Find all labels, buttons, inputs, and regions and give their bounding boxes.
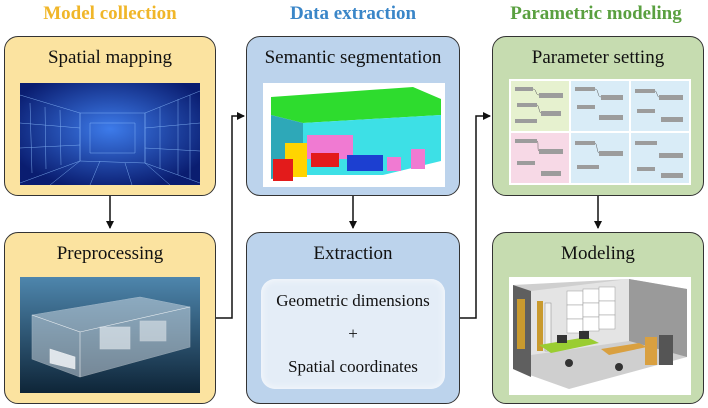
spatial-coordinates-text: Spatial coordinates (288, 357, 418, 376)
modeling-card: Modeling (492, 232, 704, 404)
semantic-segmentation-title: Semantic segmentation (264, 47, 442, 68)
modeling-title: Modeling (561, 243, 635, 264)
extraction-details-box: Geometric dimensions + Spatial coordinat… (261, 279, 445, 389)
point-cloud-image (20, 277, 200, 393)
extraction-card: Extraction Geometric dimensions + Spatia… (246, 232, 460, 404)
preprocessing-card: Preprocessing (4, 232, 216, 404)
geometric-dimensions-text: Geometric dimensions (276, 291, 430, 310)
segmentation-image (263, 83, 445, 187)
preprocessing-title: Preprocessing (56, 243, 164, 264)
spatial-mapping-card: Spatial mapping (4, 36, 216, 196)
extraction-title: Extraction (313, 243, 393, 264)
node-graph-image (509, 79, 691, 185)
semantic-segmentation-card: Semantic segmentation (246, 36, 460, 196)
spatial-mapping-title: Spatial mapping (47, 47, 172, 68)
column-title-parametric-modeling: Parametric modeling (510, 3, 682, 24)
column-title-data-extraction: Data extraction (289, 3, 417, 24)
plus-sign: + (348, 324, 358, 343)
room-model-image (509, 277, 691, 395)
spatial-mesh-image (20, 83, 200, 185)
column-title-model-collection: Model collection (43, 3, 177, 24)
parameter-setting-card: Parameter setting (492, 36, 704, 196)
parameter-setting-title: Parameter setting (531, 47, 665, 68)
